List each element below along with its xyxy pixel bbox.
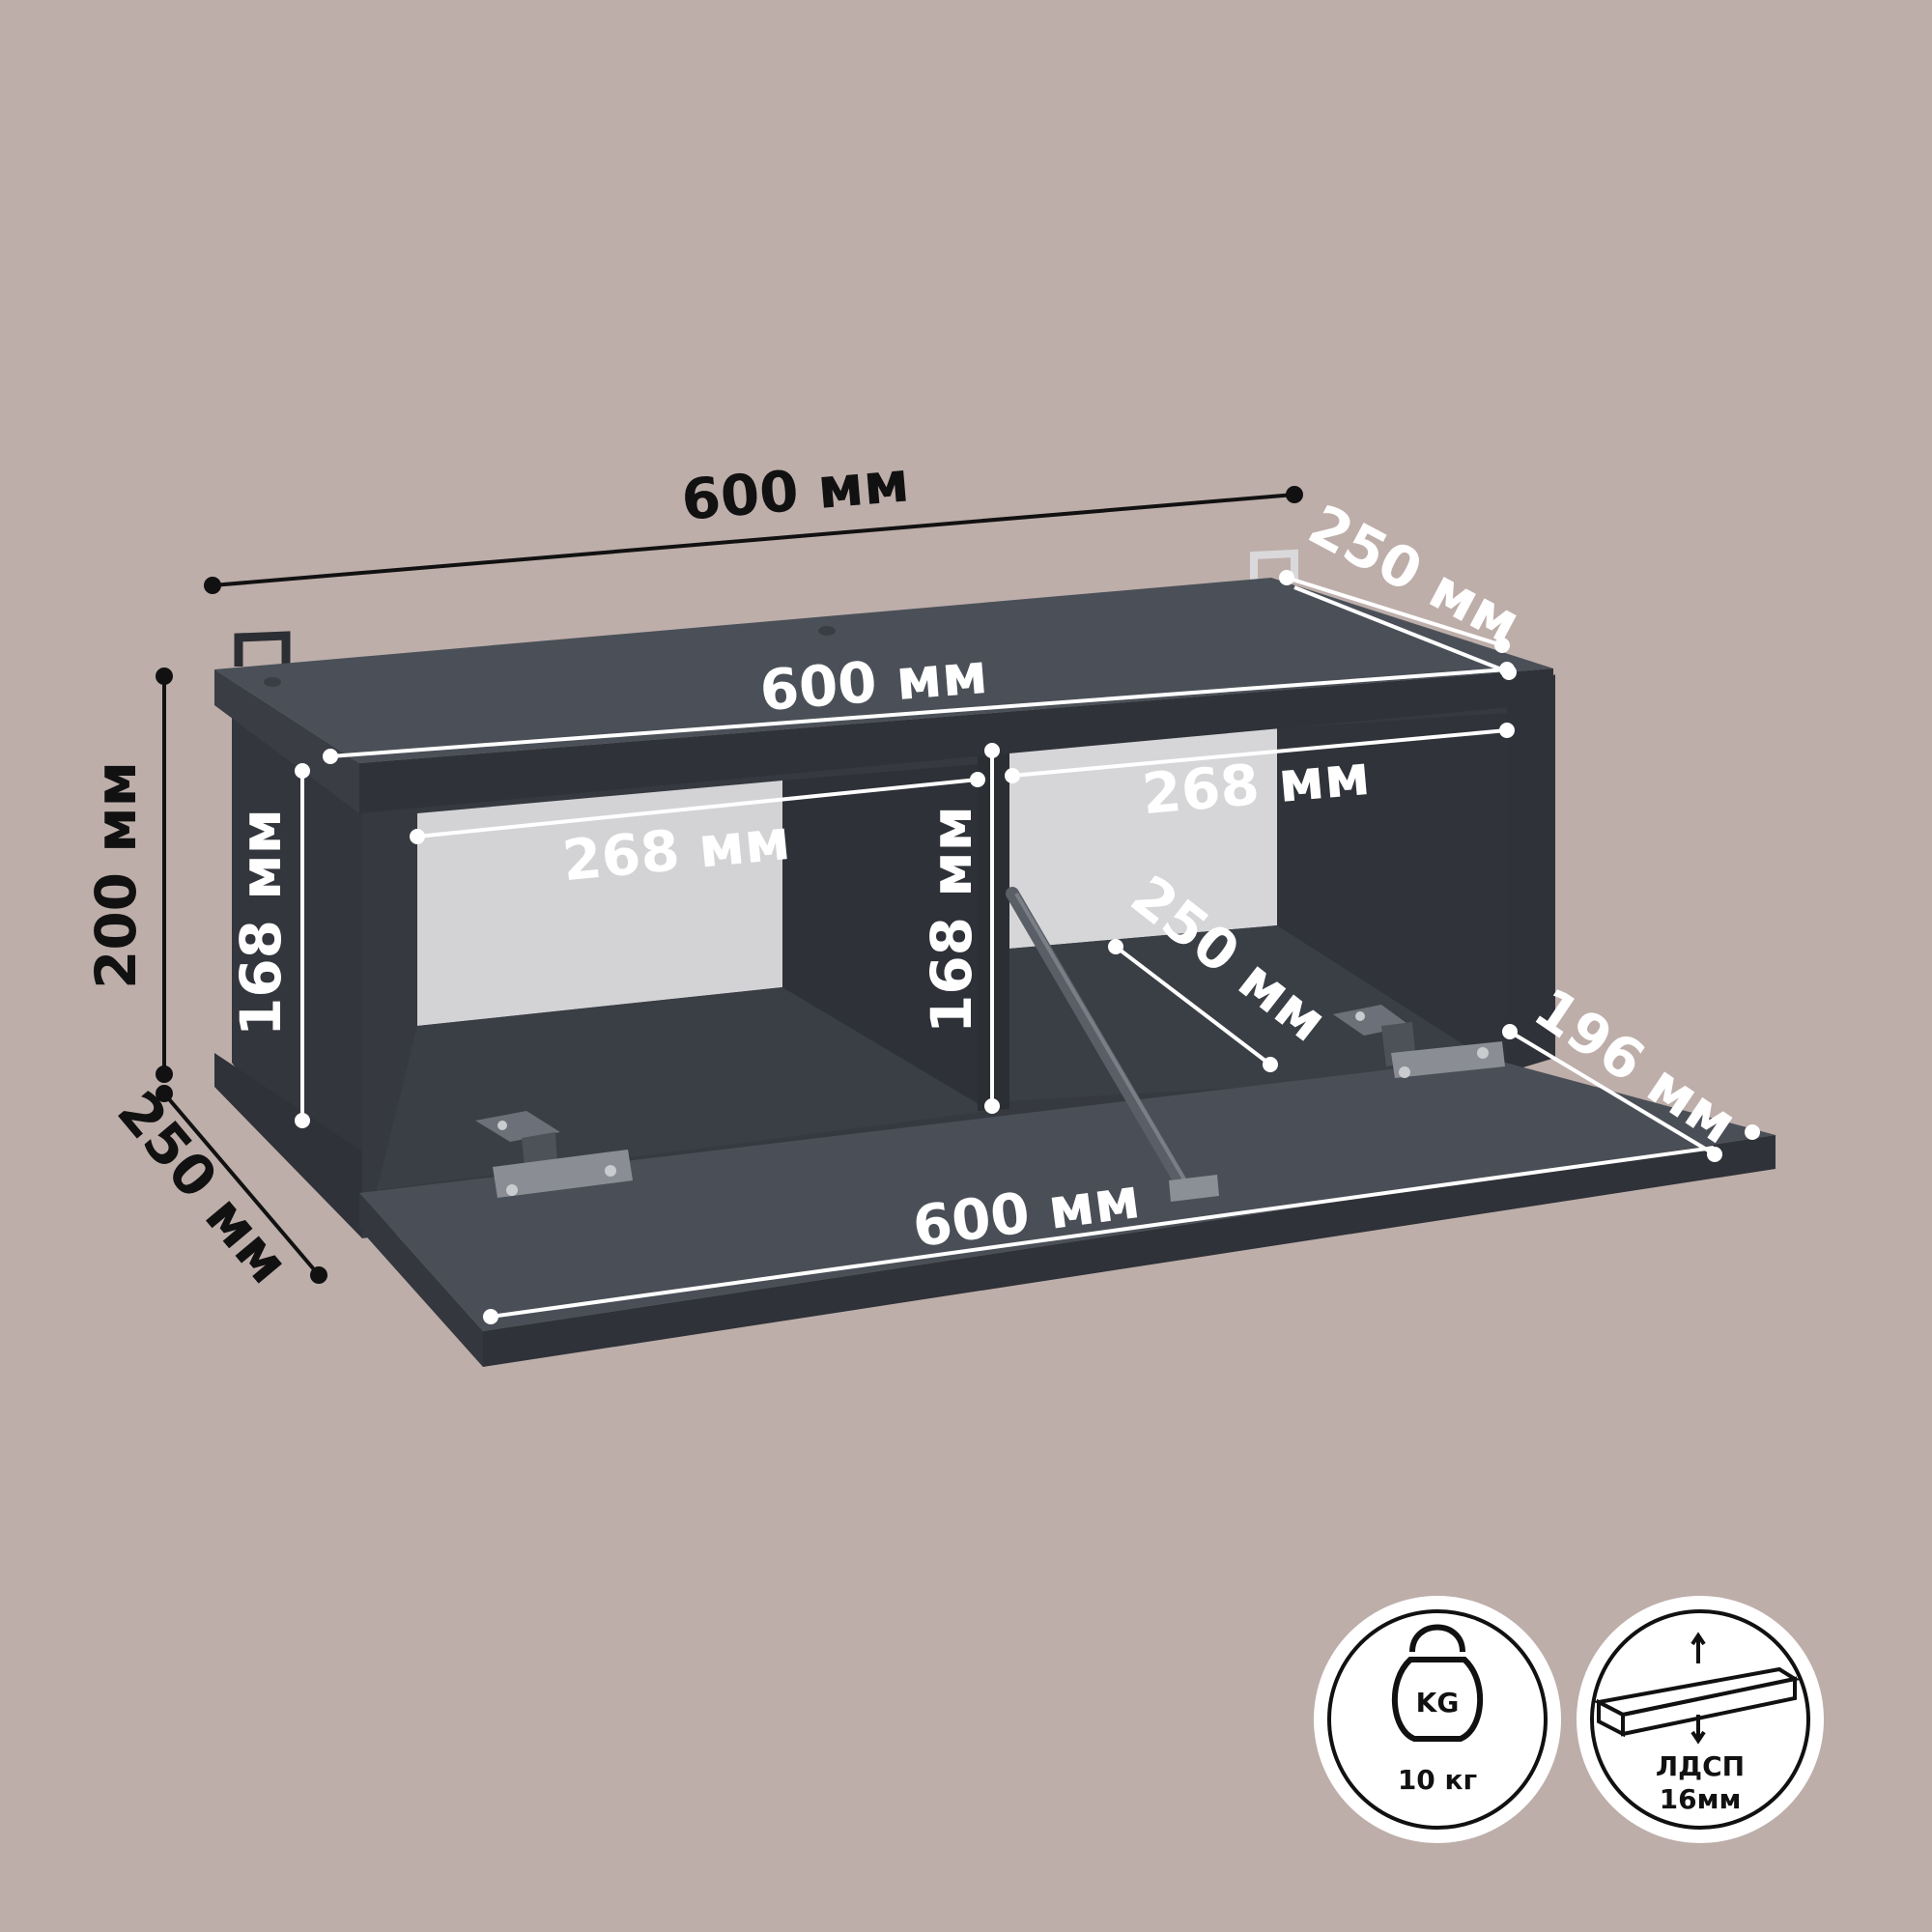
left-niche-back-panel [417,781,782,1026]
right-hinge [1333,1005,1505,1078]
kettlebell-icon [1391,1624,1484,1742]
inner-dimensions [295,570,1760,1324]
center-niche-height-label: 168 мм [919,806,984,1034]
material-badge: ЛДСП 16мм [1577,1596,1824,1843]
lid-stay-mount [1169,1175,1219,1202]
wall-cabinet [214,549,1776,1367]
lid-stay-arm-highlight [1014,892,1189,1186]
cabinet-top-front-edge [359,668,1553,813]
right-hanging-bracket [1250,549,1298,582]
cabinet-bottom-edge [214,1053,362,1238]
right-niche-back-panel [1009,728,1277,949]
cabinet-right-side [1507,674,1555,1072]
top-screw-hole-center [818,626,836,636]
overall-width-label: 600 мм [679,448,912,533]
left-hinge [475,1111,633,1198]
left-niche-side-shadow [782,763,990,1111]
overall-height-label: 200 мм [83,761,149,989]
lid-stay-arm [1006,887,1190,1193]
cabinet-top-surface [214,578,1553,763]
weight-badge: KG 10 кг [1314,1596,1561,1843]
kettlebell-icon-label: KG [1416,1687,1460,1719]
material-name: ЛДСП [1656,1750,1745,1782]
open-door-left-edge [359,1193,483,1367]
open-door-panel [359,1058,1776,1331]
left-hanging-bracket [234,631,291,667]
right-niche-side-wall [1277,713,1507,1072]
outer-dimensions [156,486,1303,1284]
right-niche-floor [1005,925,1507,1101]
weight-value: 10 кг [1398,1764,1477,1796]
board-thickness-icon [1592,1632,1801,1745]
cabinet-top-left-edge [214,669,359,813]
overall-width-line [212,493,1295,587]
open-door-front-edge [483,1135,1776,1367]
overall-depth-line [162,1092,321,1277]
left-niche-height-label: 168 мм [228,809,294,1037]
top-screw-hole-left [264,677,281,687]
material-thickness: 16мм [1660,1783,1742,1815]
